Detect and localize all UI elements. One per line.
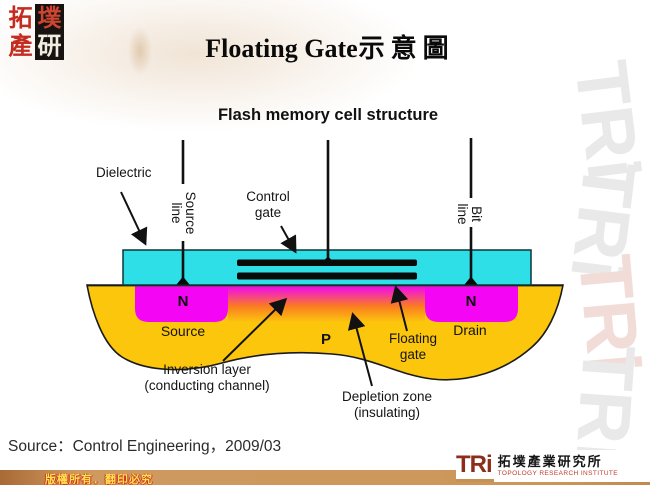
- p-substrate-label: P: [320, 331, 331, 348]
- tri-logo-mark: TRi: [456, 451, 494, 482]
- copyright-text: 版權所有．翻印必究: [45, 474, 153, 485]
- page-title-zh: 示意圖: [358, 34, 455, 63]
- source-contact: [176, 276, 190, 285]
- control-gate-label: Control gate: [246, 189, 290, 220]
- tri-name-english: TOPOLOGY RESEARCH INSTITUTE: [497, 469, 619, 477]
- seal-char-4: 研: [35, 32, 64, 60]
- bit-line-label: Bit line: [455, 203, 484, 225]
- tri-name-chinese: 拓墣產業研究所: [497, 454, 603, 470]
- company-seal-logo: 拓 墣 產 研: [6, 4, 64, 60]
- channel-gradient-region: [228, 286, 425, 323]
- inversion-layer-arrow: [222, 297, 288, 362]
- floating-gate-bar: [237, 272, 417, 280]
- depletion-zone-arrow: [347, 312, 373, 387]
- gate-contact: [325, 257, 331, 264]
- dielectric-label: Dielectric: [96, 165, 152, 180]
- seal-char-1: 拓: [8, 4, 33, 32]
- tri-brand-logo: TRi 拓墣產業研究所 TOPOLOGY RESEARCH INSTITUTE: [456, 450, 650, 482]
- floating-gate-arrow: [390, 285, 409, 332]
- depletion-zone-label: Depletion zone (insulating): [341, 389, 433, 420]
- n-drain-label: N: [465, 293, 477, 310]
- drain-contact: [464, 276, 478, 285]
- diagram-title: Flash memory cell structure: [217, 106, 439, 124]
- dielectric-arrow: [120, 191, 148, 246]
- inversion-layer-label: Inversion layer (conducting channel): [144, 362, 270, 393]
- background-map-taiwan-decoration: [128, 27, 152, 75]
- page-title: Floating Gate示意圖: [120, 28, 540, 65]
- n-well-drain: [425, 286, 518, 322]
- control-gate-arrow: [280, 225, 297, 254]
- seal-char-3: 產: [8, 32, 33, 60]
- seal-char-2: 墣: [35, 4, 64, 32]
- source-citation: Source：Control Engineering，2009/03: [8, 438, 282, 455]
- drain-label: Drain: [453, 322, 487, 338]
- source-label: Source: [160, 323, 206, 339]
- n-well-source: [135, 286, 228, 322]
- n-source-label: N: [177, 293, 189, 310]
- background-map-decoration: [0, 0, 430, 135]
- source-line-label: Source line: [169, 191, 198, 235]
- page-title-en: Floating Gate: [205, 34, 358, 63]
- floating-gate-label: Floating gate: [388, 331, 438, 362]
